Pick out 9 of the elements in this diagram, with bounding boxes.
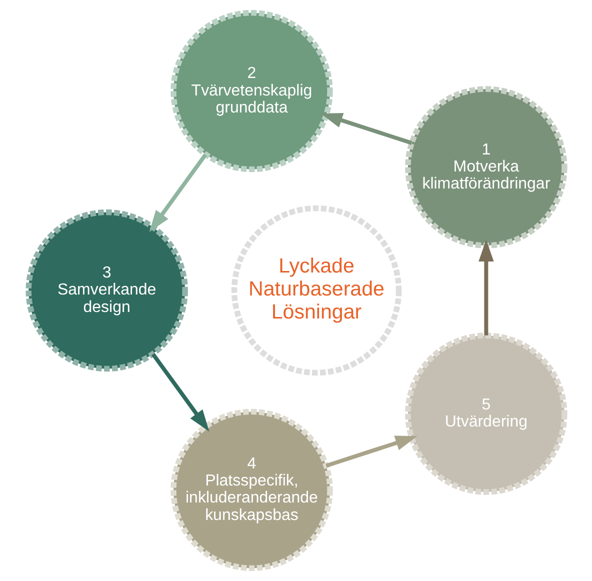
arrow bbox=[325, 436, 417, 468]
arrow bbox=[150, 352, 209, 432]
node-circle: 2 Tvärvetenskaplig grunddata bbox=[170, 10, 332, 172]
node-circle: 1 Motverka klimatförändringar bbox=[404, 86, 567, 248]
arrow bbox=[478, 240, 494, 336]
arrow bbox=[320, 112, 412, 145]
node-circle: Lyckade Naturbaserade Lösningar bbox=[230, 205, 402, 376]
arrow bbox=[148, 154, 207, 232]
node-circle: 5 Utvärdering bbox=[404, 332, 567, 495]
